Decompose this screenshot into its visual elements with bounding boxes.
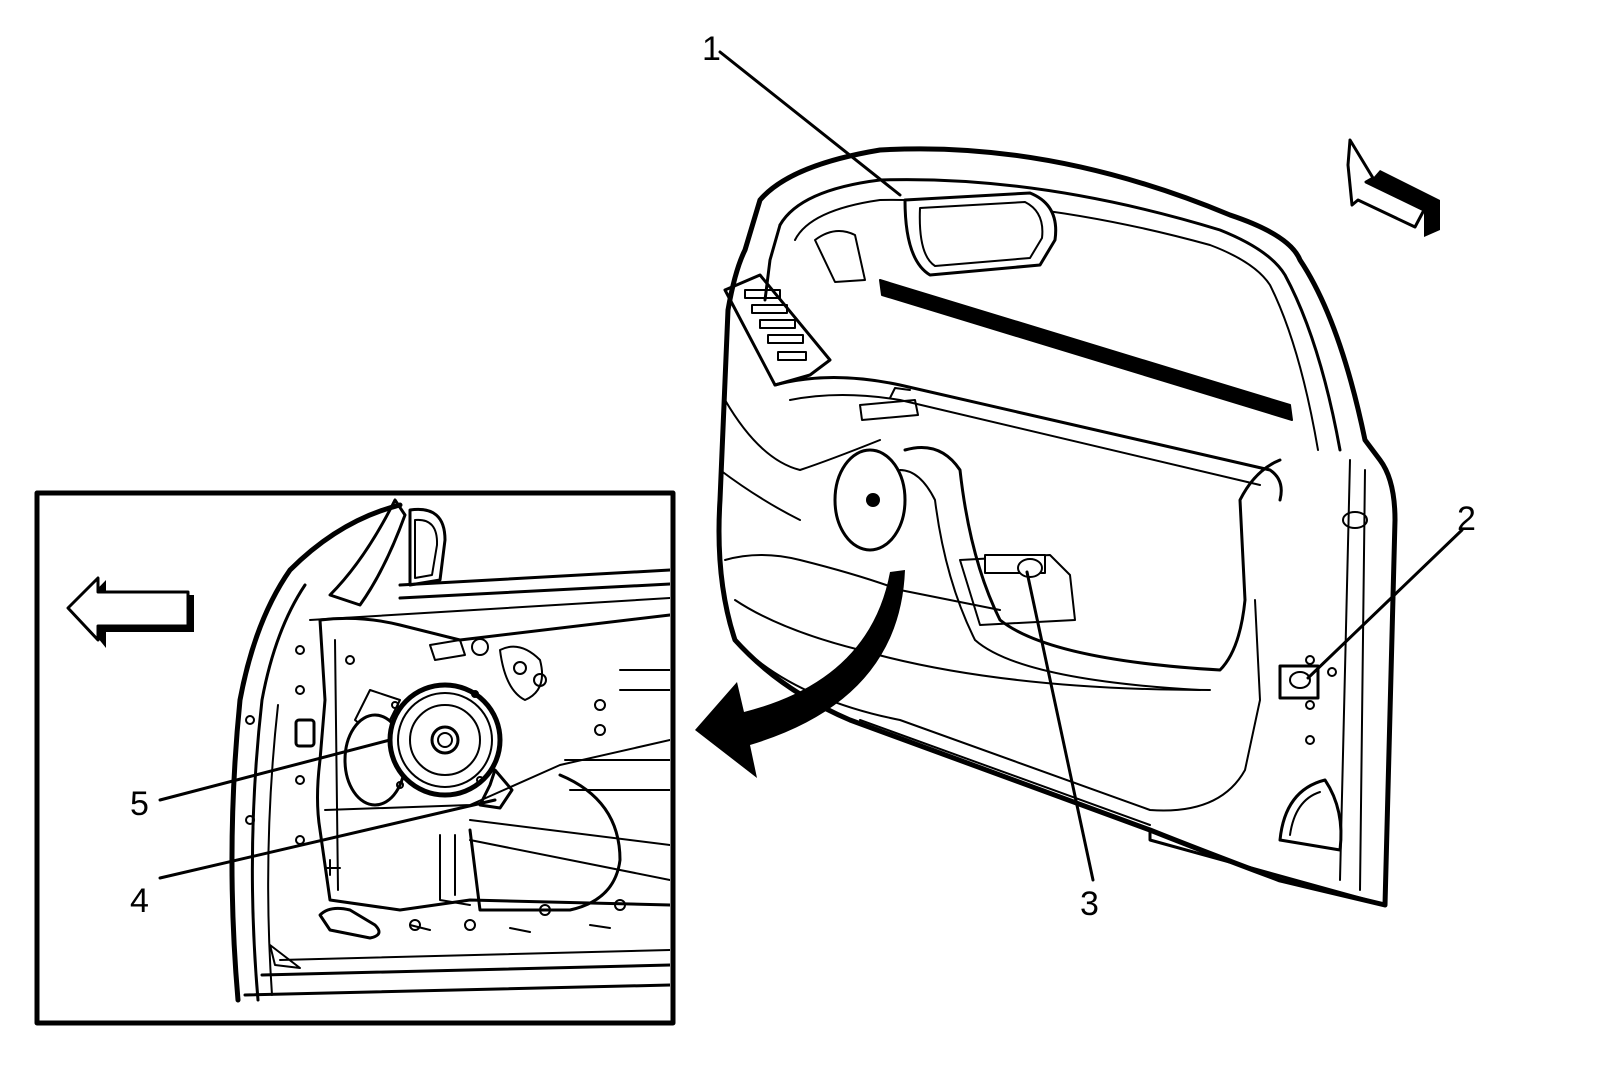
leader-lines [158, 50, 1464, 882]
callout-4: 4 [130, 882, 149, 920]
direction-arrow-icon [1346, 138, 1440, 237]
inset-detail [34, 490, 676, 1026]
rotate-arrow-icon [695, 570, 905, 778]
vent-grille [744, 289, 807, 361]
callout-3: 3 [1080, 885, 1099, 923]
door-trim-panel-drawing [716, 146, 1398, 908]
callout-1: 1 [702, 30, 721, 68]
door-latch [1278, 655, 1337, 745]
callout-2: 2 [1457, 500, 1476, 538]
direction-arrow-icon [66, 576, 194, 648]
callout-5: 5 [130, 785, 149, 823]
